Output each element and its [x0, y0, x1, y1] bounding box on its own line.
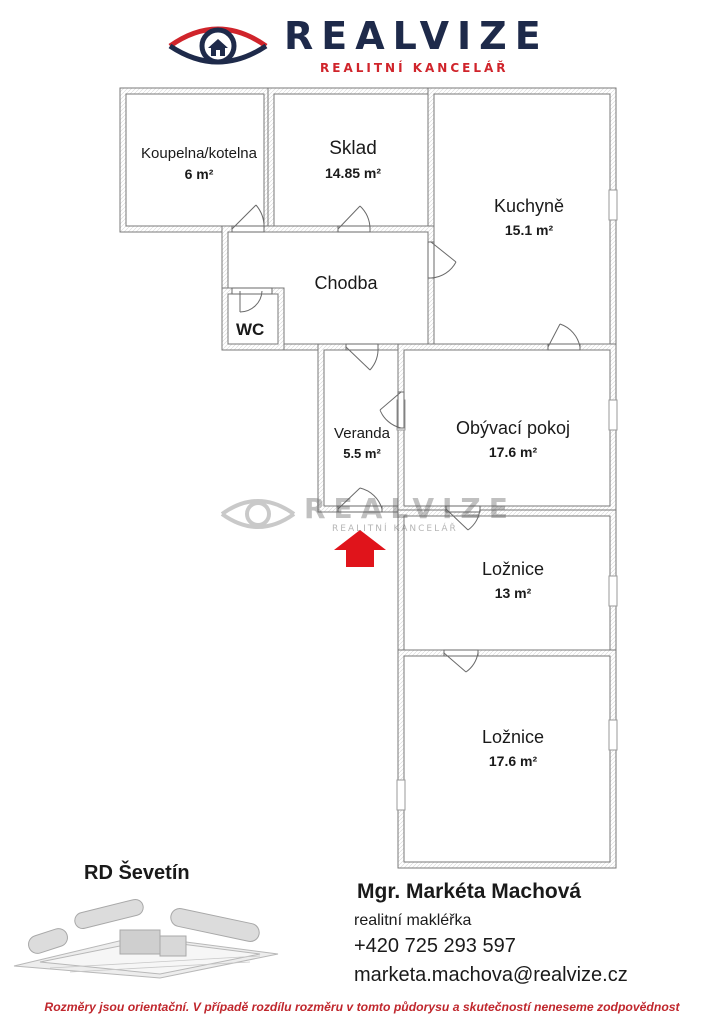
room-name: Sklad [329, 138, 377, 159]
room-area: 17.6 m² [488, 444, 538, 460]
eye-house-logo-icon [168, 26, 268, 65]
brand-subtitle: REALITNÍ KANCELÁŘ [320, 61, 509, 75]
watermark-name: REALVIZE [304, 492, 516, 525]
room-name: Veranda [334, 425, 390, 442]
agent-email[interactable]: marketa.machova@realvize.cz [354, 964, 628, 986]
walls [119, 87, 617, 869]
agent-name: Mgr. Markéta Machová [357, 880, 582, 903]
property-title: RD Ševetín [84, 862, 190, 884]
room-area: 13 m² [494, 585, 532, 601]
room-name: Koupelna/kotelna [141, 145, 257, 162]
room-name: Obývací pokoj [455, 418, 571, 438]
agent-role: realitní makléřka [354, 912, 472, 929]
agent-phone[interactable]: +420 725 293 597 [354, 935, 516, 957]
room-name: Ložnice [481, 727, 545, 747]
room-name: Kuchyně [493, 196, 565, 216]
entrance-arrow-icon [334, 530, 386, 567]
doors [231, 204, 581, 673]
room-area: 6 m² [184, 166, 214, 182]
watermark-subtitle: REALITNÍ KANCELÁŘ [332, 524, 458, 534]
room-area: 17.6 m² [488, 753, 538, 769]
room-area: 5.5 m² [343, 446, 381, 461]
room-area: 14.85 m² [324, 165, 382, 181]
disclaimer: Rozměry jsou orientační. V případě rozdí… [44, 1000, 680, 1014]
room-name: Chodba [314, 273, 378, 293]
room-area: 15.1 m² [504, 222, 554, 238]
room-name: Ložnice [481, 559, 545, 579]
watermark-logo-icon [220, 499, 296, 529]
brand-name: REALVIZE [284, 14, 549, 58]
room-name: WC [236, 320, 265, 339]
blueprint-illustration [13, 898, 279, 979]
